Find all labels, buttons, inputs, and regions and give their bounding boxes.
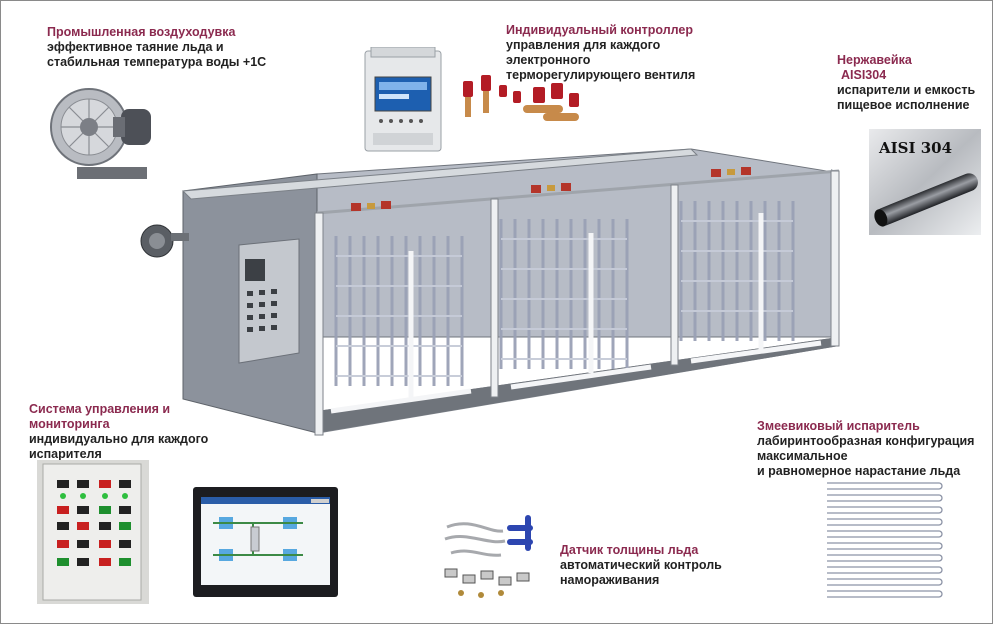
caption-control-system: Система управления и мониторинга индивид…	[29, 402, 208, 462]
controller-image	[364, 47, 579, 152]
blower-image	[50, 88, 151, 179]
caption-coil-line: максимальное	[757, 449, 848, 463]
ice-tank-image	[140, 148, 840, 436]
control-cabinet	[238, 238, 300, 364]
caption-sensor-line: автоматический контроль	[560, 558, 722, 572]
caption-control-system-title: Система управления и	[29, 402, 171, 416]
caption-steel-title: Нержавейка	[837, 53, 912, 67]
caption-steel: Нержавейка AISI304 испарители и емкость …	[837, 53, 975, 113]
caption-coil-line: и равномерное нарастание льда	[757, 464, 961, 478]
coil-evaporator-drawing	[827, 482, 943, 598]
touchscreen-image	[193, 487, 338, 597]
control-panel-photo	[37, 460, 149, 604]
sensor-image	[444, 515, 533, 598]
steel-pipe-image	[869, 129, 981, 235]
caption-coil-title: Змеевиковый испаритель	[757, 419, 920, 433]
caption-controller-line: терморегулирующего вентиля	[506, 68, 696, 82]
caption-steel-line: пищевое исполнение	[837, 98, 970, 112]
caption-controller: Индивидуальный контроллер управления для…	[506, 23, 695, 83]
caption-steel-title2: AISI304	[841, 68, 887, 82]
caption-steel-line: испарители и емкость	[837, 83, 976, 97]
caption-coil: Змеевиковый испаритель лабиринтообразная…	[757, 419, 974, 479]
caption-blower: Промышленная воздуходувка эффективное та…	[47, 25, 266, 70]
caption-blower-title: Промышленная воздуходувка	[47, 25, 236, 39]
caption-control-system-title: мониторинга	[29, 417, 110, 431]
caption-sensor-title: Датчик толщины льда	[560, 543, 699, 557]
caption-controller-line: управления для каждого	[506, 38, 661, 52]
caption-controller-line: электронного	[506, 53, 591, 67]
caption-control-system-line: индивидуально для каждого	[29, 432, 209, 446]
pipe-label: AISI 304	[879, 139, 953, 157]
caption-coil-line: лабиринтообразная конфигурация	[757, 434, 975, 448]
attached-blower	[140, 224, 189, 258]
caption-blower-line: эффективное таяние льда и	[47, 40, 224, 54]
caption-blower-line: стабильная температура воды +1С	[47, 55, 267, 69]
caption-sensor: Датчик толщины льда автоматический контр…	[560, 543, 722, 588]
caption-control-system-line: испарителя	[29, 447, 102, 461]
caption-sensor-line: намораживания	[560, 573, 660, 587]
caption-controller-title: Индивидуальный контроллер	[506, 23, 694, 37]
